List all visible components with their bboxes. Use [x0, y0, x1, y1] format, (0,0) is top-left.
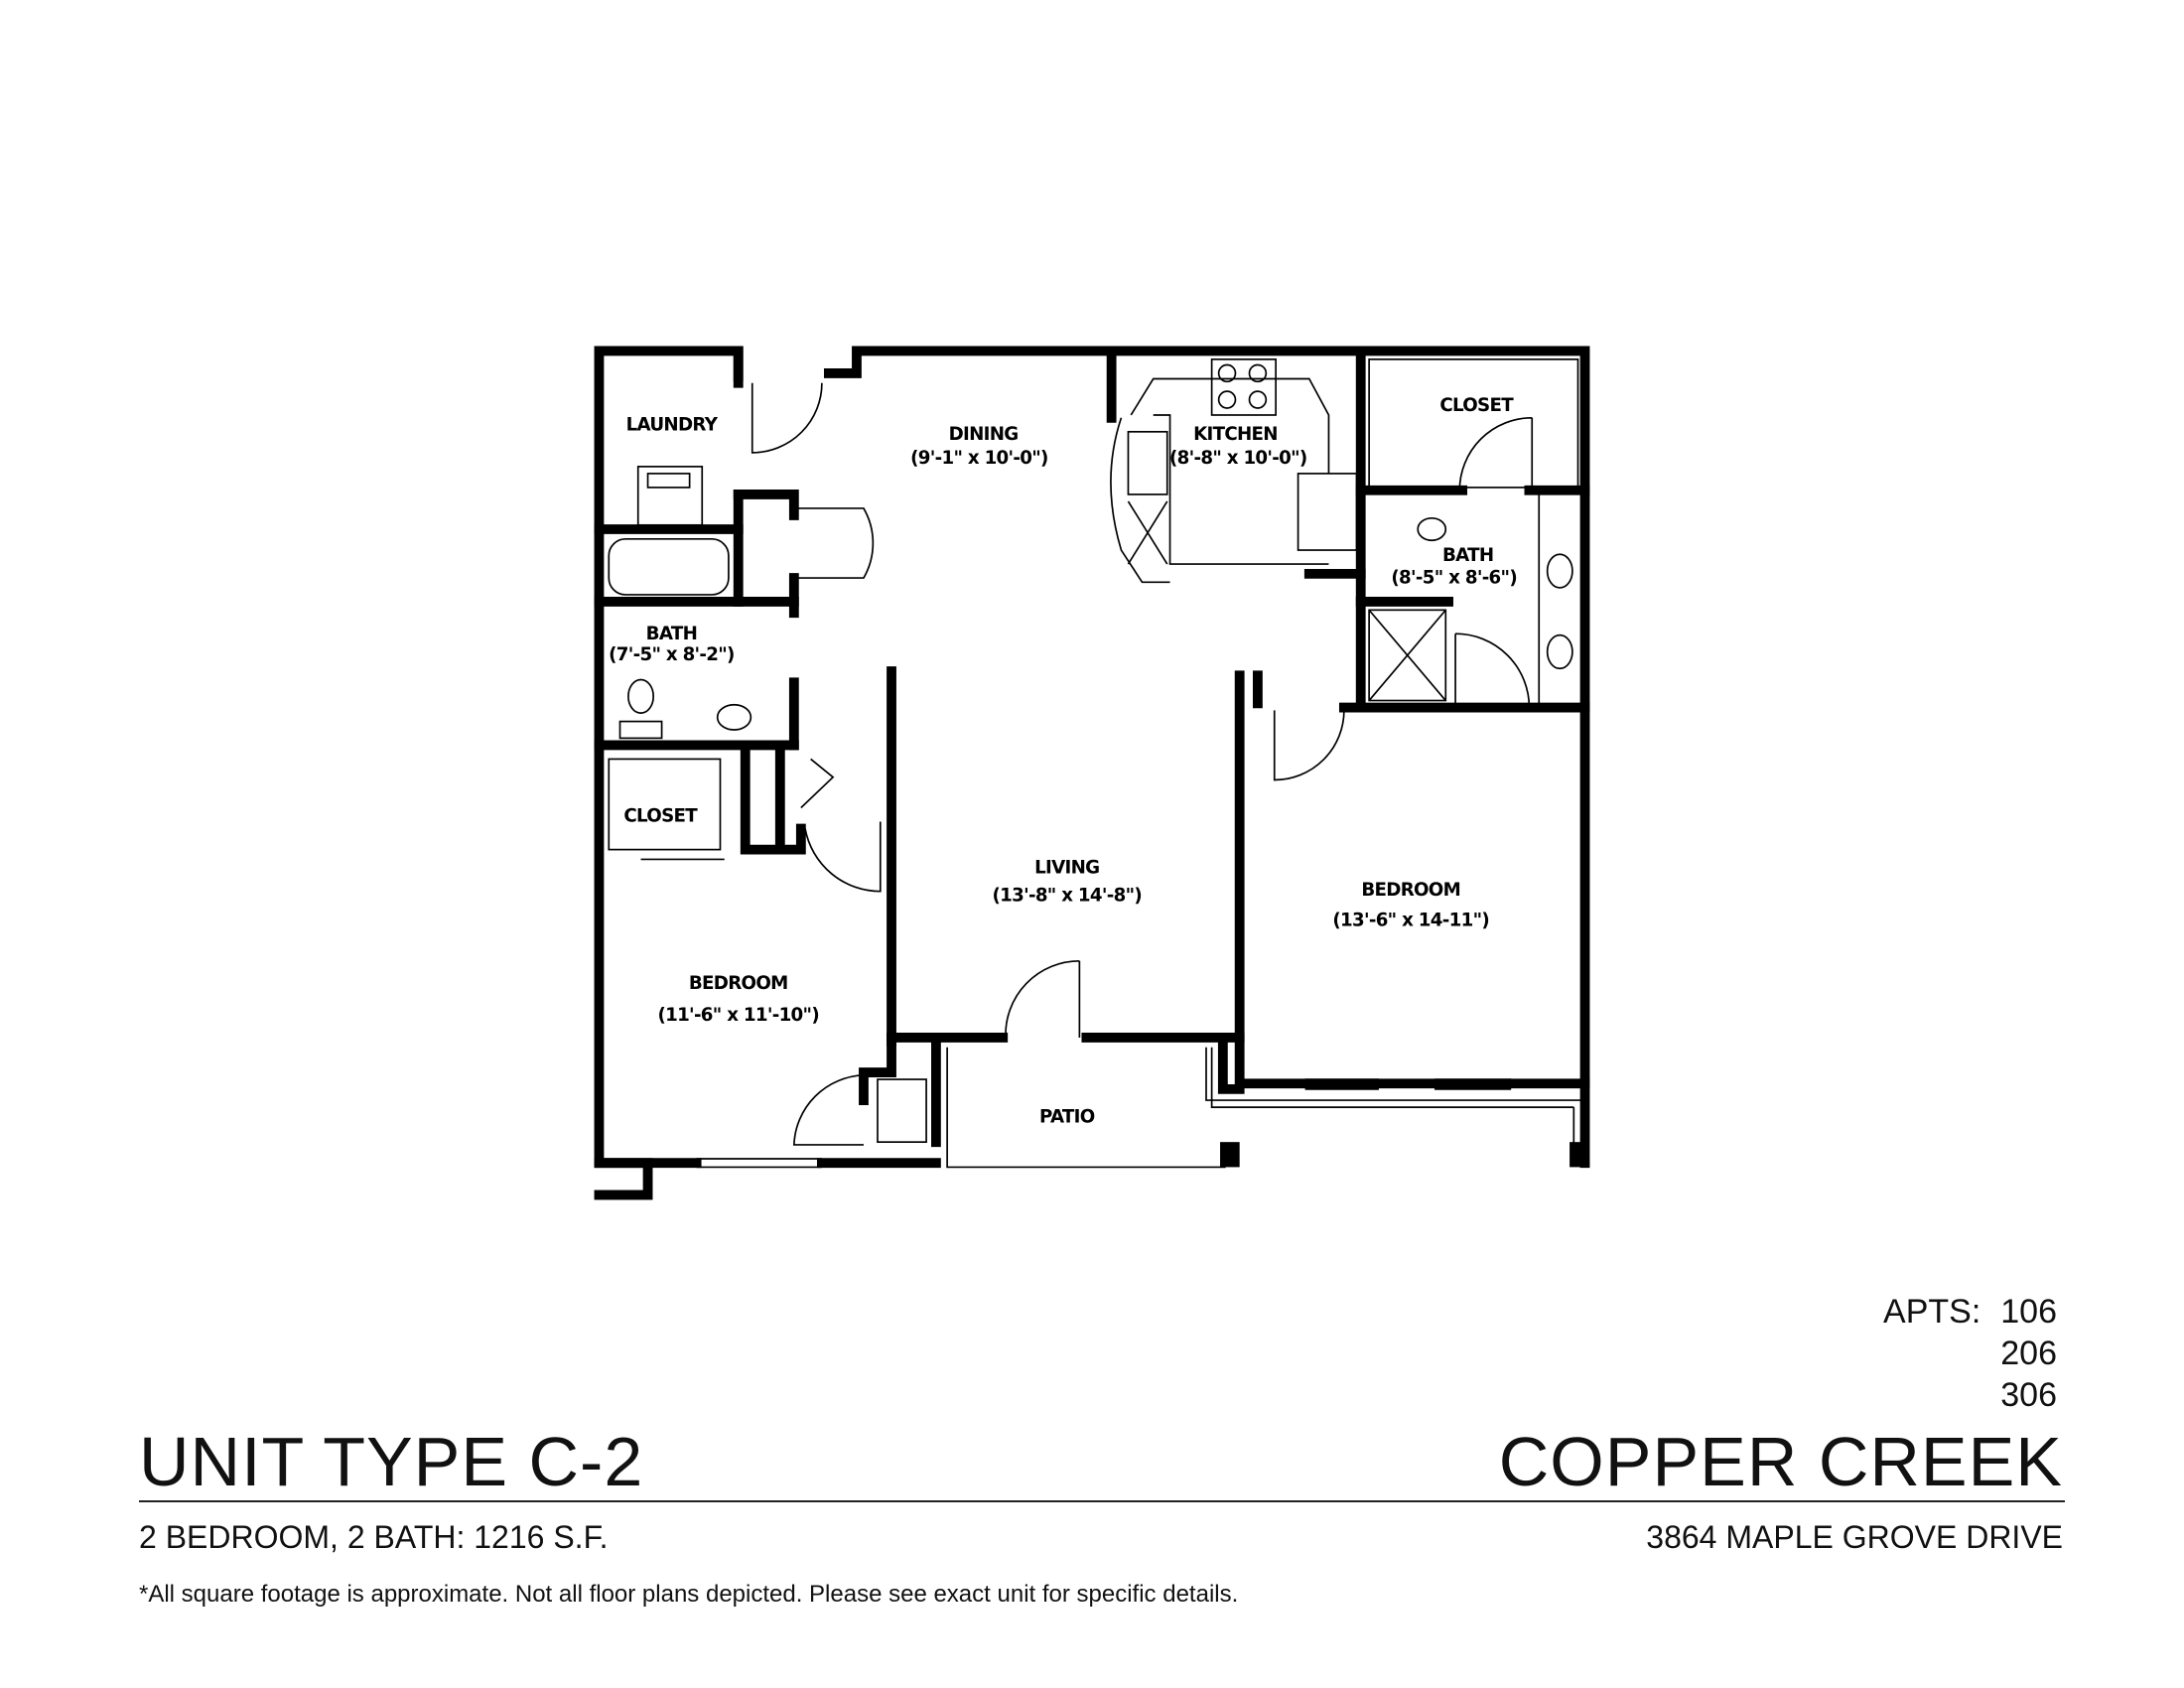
room-dims: (7'-5" x 8'-2"): [609, 644, 735, 665]
room-labels: LAUNDRY DINING (9'-1" x 10'-0") KITCHEN …: [609, 395, 1518, 1128]
room-dims: (8'-8" x 10'-0"): [1169, 448, 1307, 469]
disclaimer: *All square footage is approximate. Not …: [139, 1581, 1239, 1608]
room-name: BATH: [1442, 545, 1493, 566]
room-name: LIVING: [1034, 857, 1099, 878]
apartment-number: 106: [2000, 1293, 2057, 1331]
room-name: CLOSET: [1439, 395, 1514, 416]
property-address: 3864 MAPLE GROVE DRIVE: [1646, 1519, 2063, 1555]
room-dims: (13'-8" x 14'-8"): [993, 886, 1143, 907]
unit-summary: 2 BEDROOM, 2 BATH: 1216 S.F.: [139, 1519, 609, 1555]
room-name: LAUNDRY: [626, 414, 719, 435]
apartment-list: APTS: 106 206 306: [1883, 1291, 2057, 1416]
walls: [594, 346, 1590, 1200]
property-name: COPPER CREEK: [1498, 1423, 2063, 1500]
room-dims: (9'-1" x 10'-0"): [910, 448, 1048, 469]
apartment-number: 306: [2000, 1376, 2057, 1414]
room-name: BATH: [646, 624, 697, 644]
room-name: PATIO: [1039, 1107, 1095, 1128]
room-name: DINING: [949, 424, 1019, 445]
apartment-number: 206: [2000, 1335, 2057, 1372]
room-name: KITCHEN: [1193, 424, 1278, 445]
room-dims: (13'-6" x 14-11"): [1332, 911, 1489, 931]
room-name: BEDROOM: [1361, 880, 1460, 901]
fixtures: [608, 358, 1589, 1169]
divider: [139, 1500, 2065, 1502]
room-dims: (11'-6" x 11'-10"): [657, 1005, 818, 1026]
unit-title: UNIT TYPE C-2: [139, 1423, 644, 1500]
room-name: CLOSET: [623, 806, 698, 827]
room-dims: (8'-5" x 8'-6"): [1391, 568, 1517, 589]
room-name: BEDROOM: [689, 973, 788, 994]
apartments-label: APTS:: [1883, 1293, 1981, 1331]
